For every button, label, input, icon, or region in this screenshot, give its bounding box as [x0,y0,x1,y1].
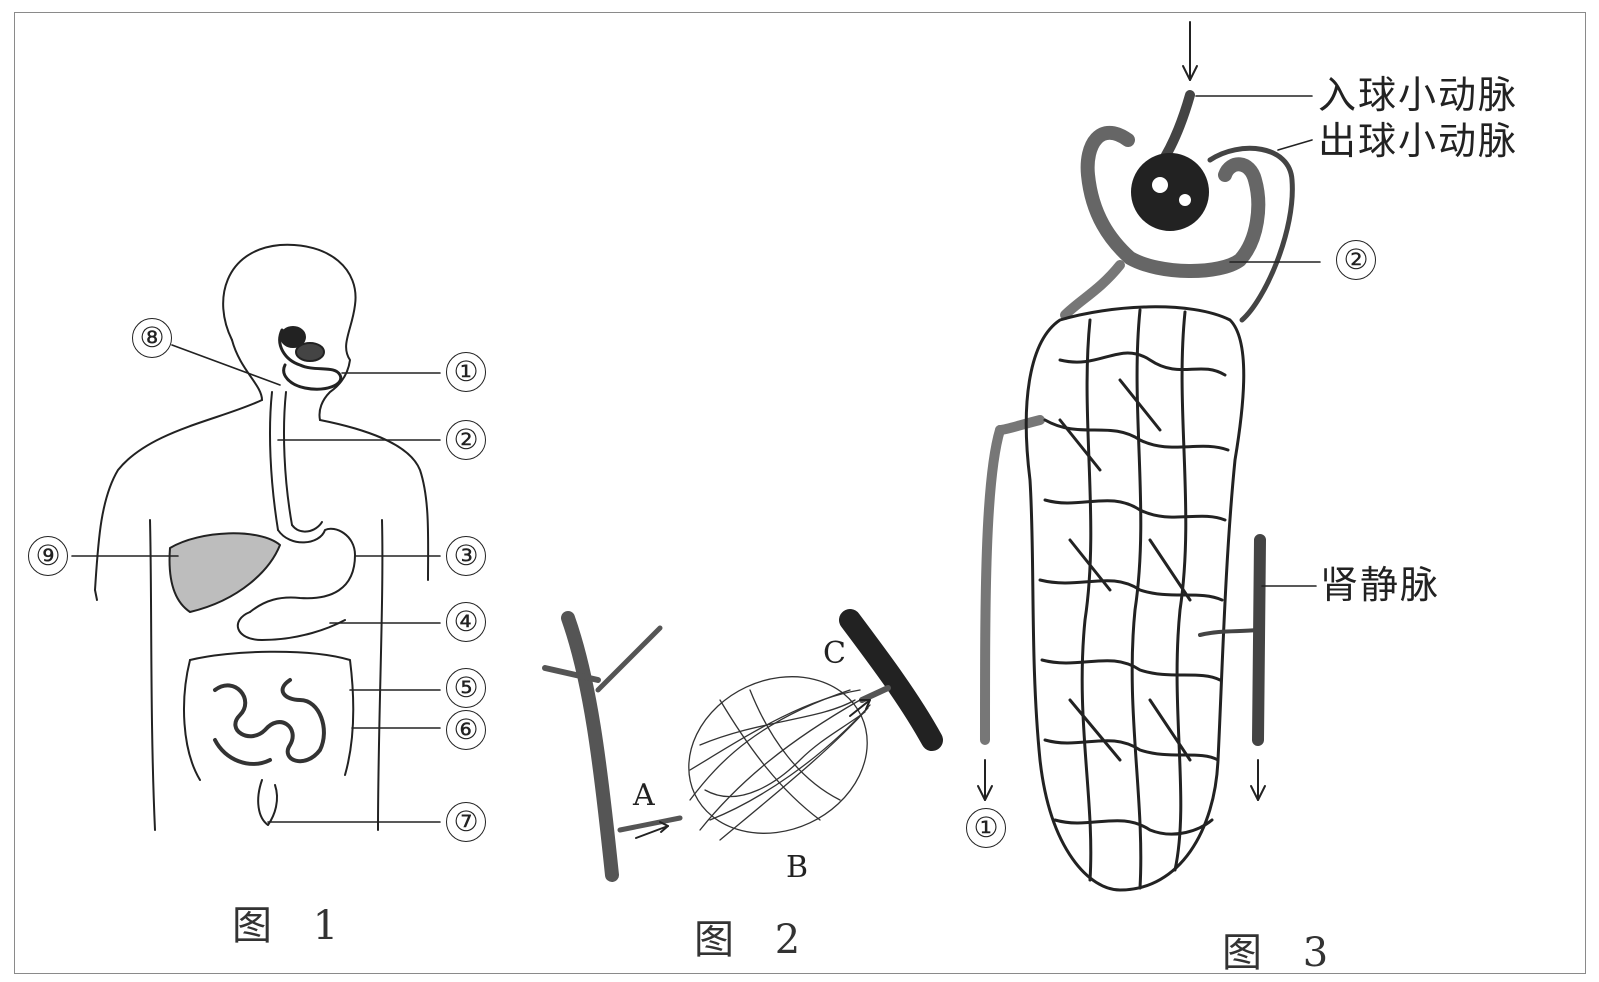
fig1-leader-lines [72,345,440,822]
fig1-marker-1: ① [446,352,486,392]
fig2-label-b: B [786,850,808,885]
fig3-marker-1: ① [966,808,1006,848]
fig1-marker-8: ⑧ [132,318,172,358]
fig1-organs [170,327,355,825]
fig2-caption: 图 2 [694,907,814,965]
fig3-glomerulus [1132,95,1208,230]
fig1-marker-6: ⑥ [446,710,486,750]
fig3-capillary-net [1026,307,1244,890]
fig3-marker-2: ② [1336,240,1376,280]
fig1-marker-7: ⑦ [446,802,486,842]
fig1-marker-9: ⑨ [28,536,68,576]
fig3-afferent-arrow [1183,22,1197,80]
fig1-marker-2: ② [446,420,486,460]
fig3-renal-vein-label: 肾静脉 [1320,566,1440,604]
fig3-collecting-arrow [978,760,992,800]
fig3-afferent-label: 入球小动脉 [1318,76,1518,114]
fig2-capillary-network [663,648,893,862]
fig3-renal-vein [1200,540,1265,800]
fig1-marker-4: ④ [446,602,486,642]
fig3-efferent-label: 出球小动脉 [1318,122,1518,160]
fig2-vein [850,620,932,740]
fig3-caption: 图 3 [1222,920,1342,978]
fig2-label-c: C [823,636,846,671]
fig1-marker-3: ③ [446,536,486,576]
fig2-artery [545,618,680,875]
fig1-marker-5: ⑤ [446,668,486,708]
fig2-label-a: A [633,778,655,813]
fig1-caption: 图 1 [232,893,352,951]
